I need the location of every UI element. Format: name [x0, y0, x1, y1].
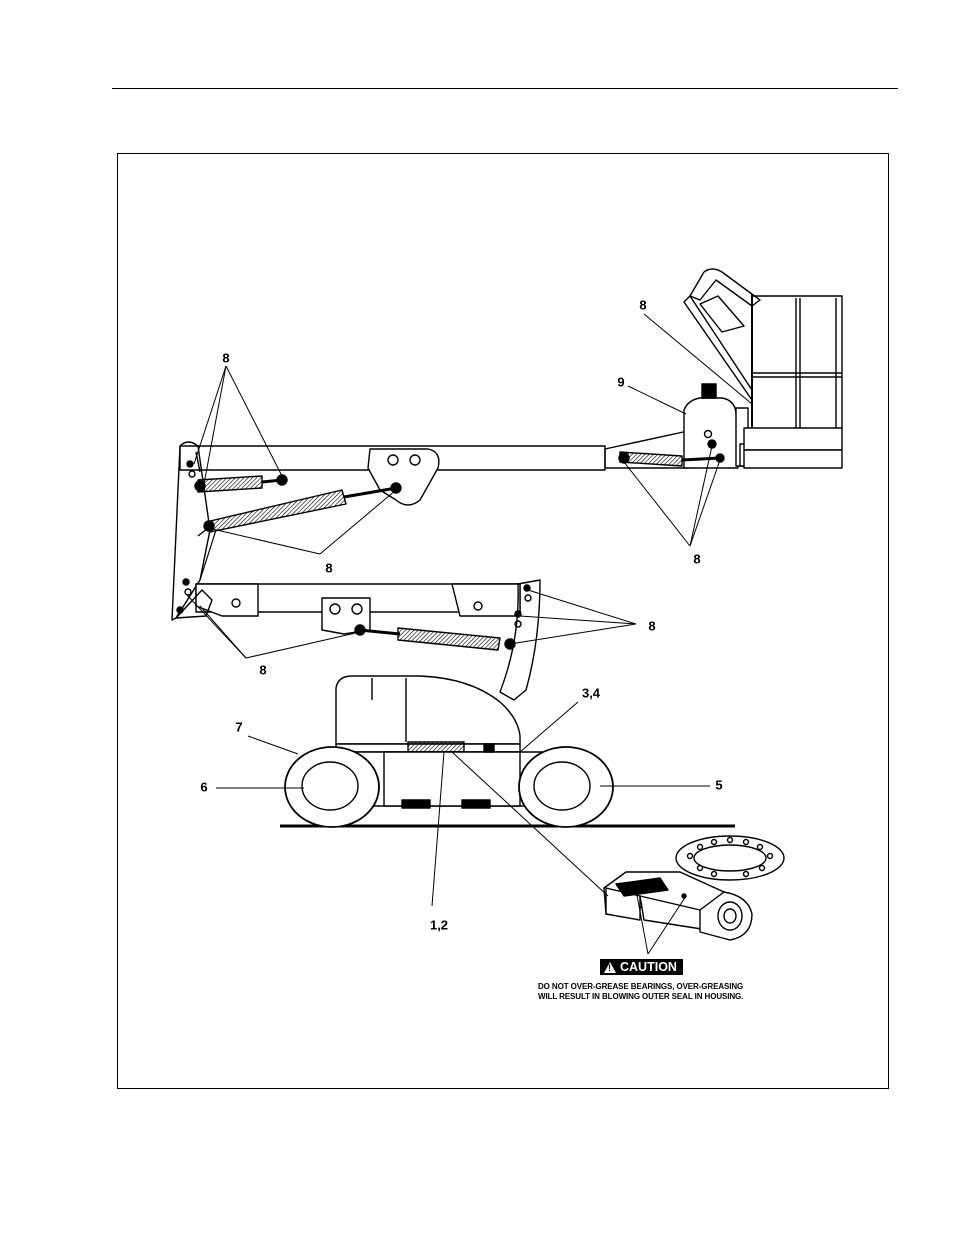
leader-lines	[186, 314, 752, 954]
caution-line-2: WILL RESULT IN BLOWING OUTER SEAL IN HOU…	[538, 992, 743, 1001]
callout-7-rear-wheel: 7	[235, 721, 242, 734]
callout-8-tower: 8	[648, 620, 655, 633]
callout-8-upper-boom-cylinder: 8	[222, 352, 229, 365]
callout-8-upper-boom-pivot: 8	[325, 562, 332, 575]
front-wheel	[519, 747, 613, 827]
callout-8-platform: 8	[639, 299, 646, 312]
callout-6-rear-axle: 6	[200, 781, 207, 794]
caution-badge: ! CAUTION	[600, 959, 683, 975]
hydraulic-cylinders	[198, 452, 720, 650]
warning-triangle-icon: !	[604, 962, 616, 973]
callout-1-2-swing-bearing: 1,2	[430, 919, 448, 932]
rear-wheel	[285, 747, 379, 827]
upper-boom-pivot-plate	[368, 449, 439, 505]
caution-line-1: DO NOT OVER-GREASE BEARINGS, OVER-GREASI…	[538, 982, 743, 991]
grease-fittings	[177, 440, 724, 649]
chassis-battery	[384, 752, 520, 806]
drive-hub-detail	[604, 836, 784, 940]
callout-5-front-wheel: 5	[715, 779, 722, 792]
turntable-cover	[336, 676, 520, 744]
callout-8-lower-boom: 8	[259, 664, 266, 677]
leveling-cylinder-cap	[702, 384, 716, 398]
swing-bearing-gear	[408, 742, 464, 752]
callout-9-rotator: 9	[617, 376, 624, 389]
caution-badge-text: CAUTION	[620, 959, 677, 975]
callout-8-jib: 8	[693, 553, 700, 566]
callout-3-4-swing-drive: 3,4	[582, 687, 600, 700]
